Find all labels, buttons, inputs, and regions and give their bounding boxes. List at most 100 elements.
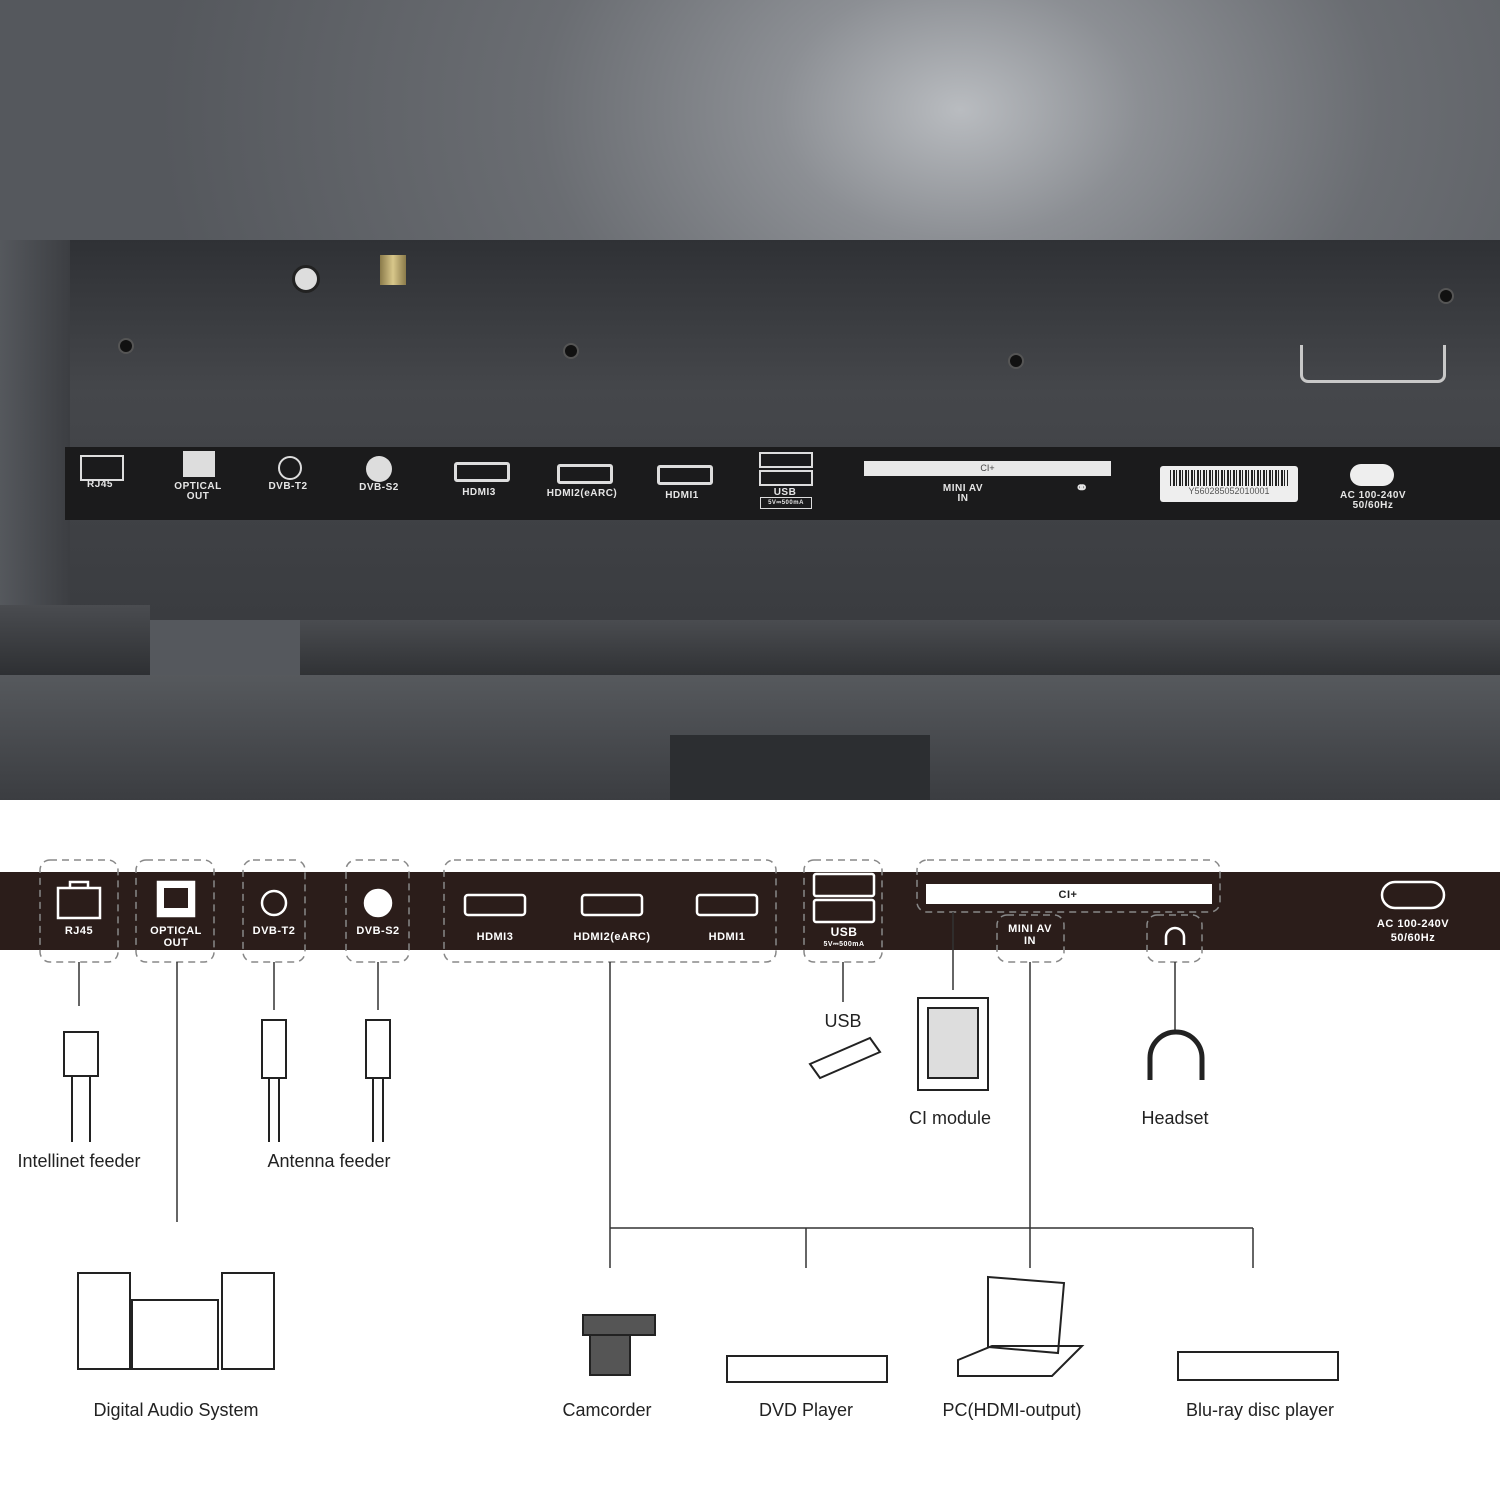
screw <box>565 345 577 357</box>
hdmi2-icon <box>580 893 644 917</box>
ethernet-cable-icon <box>63 1031 99 1142</box>
connection-diagram: RJ45 OPTICAL OUT DVB-T2 DVB-S2 HDMI3 HDM… <box>0 859 1500 1420</box>
ci-module-label: CI module <box>909 1108 991 1128</box>
rj45-icon <box>56 880 102 920</box>
usb-device-label: USB <box>824 1011 861 1031</box>
dvb-s2-connector <box>380 255 406 285</box>
mini-av-label-2: IN <box>957 493 969 504</box>
ci-slot: CI+ <box>864 461 1111 476</box>
diagram-port-strip <box>0 872 1500 950</box>
dvb-t2-label: DVB-T2 <box>268 481 308 492</box>
optical-icon <box>183 451 215 477</box>
usb-icon <box>759 452 813 468</box>
optical-label-1: OPTICAL <box>174 481 222 492</box>
hdmi1-label: HDMI1 <box>709 931 746 943</box>
usb-rating: 5V⎓500mA <box>760 497 812 509</box>
usb-icon <box>759 470 813 486</box>
rj45-highlight <box>39 859 119 963</box>
antenna-feeder-label: Antenna feeder <box>267 1151 390 1171</box>
intellinet-feeder-label: Intellinet feeder <box>17 1151 140 1171</box>
connection-lines <box>78 912 1254 1268</box>
power-label-2: 50/60Hz <box>1352 500 1394 511</box>
pc-label: PC(HDMI-output) <box>942 1400 1081 1420</box>
hdmi3-label: HDMI3 <box>477 931 514 943</box>
antenna-cable-icon <box>261 1019 287 1142</box>
headset-label: Headset <box>1141 1108 1208 1128</box>
hdmi3-icon <box>463 893 527 917</box>
dvb-t2-highlight <box>242 859 306 963</box>
dvd-player-icon <box>726 1355 888 1383</box>
usb-port-label: USB <box>831 925 858 939</box>
bluray-player-icon <box>1177 1351 1339 1381</box>
laptop-icon <box>957 1275 1085 1377</box>
rj45-label: RJ45 <box>65 925 93 937</box>
optical-label-1: OPTICAL <box>150 925 202 937</box>
power-label-1: AC 100-240V <box>1339 490 1407 501</box>
camcorder-label: Camcorder <box>562 1400 651 1420</box>
dvd-player-label: DVD Player <box>759 1400 853 1420</box>
barcode <box>1170 470 1288 486</box>
optical-label-2: OUT <box>164 937 189 949</box>
optical-label-2: OUT <box>186 491 210 502</box>
screw <box>1010 355 1022 367</box>
flange <box>300 620 1500 680</box>
coax-icon <box>278 456 302 480</box>
hdmi1-label: HDMI1 <box>665 490 699 501</box>
power-socket-icon <box>1380 880 1446 910</box>
ci-label: CI+ <box>1059 889 1078 901</box>
mini-av-label-2: IN <box>1024 935 1036 947</box>
serial-number: Y560285052010001 <box>1188 486 1270 496</box>
dvb-s2-label: DVB-S2 <box>359 482 399 493</box>
camcorder-icon <box>582 1314 656 1376</box>
rj45-icon <box>80 455 124 481</box>
hdmi-icon <box>557 464 613 484</box>
usb-label: USB <box>773 487 797 498</box>
power-label-1: AC 100-240V <box>1377 918 1449 930</box>
stereo-unit-icon <box>131 1299 219 1370</box>
flange <box>670 735 930 800</box>
side-wall <box>0 240 70 610</box>
cable-clip <box>1300 345 1446 383</box>
hdmi-icon <box>657 465 713 485</box>
headphone-icon: ⚭ <box>1075 480 1089 497</box>
headphone-icon <box>1164 926 1186 945</box>
serial-label: Y560285052010001 <box>1160 466 1298 502</box>
port-recess <box>0 240 1500 620</box>
mini-av-label-1: MINI AV <box>1008 923 1052 935</box>
screw <box>1440 290 1452 302</box>
headset-icon <box>1147 1029 1205 1080</box>
satellite-icon <box>363 888 393 918</box>
usb-rating: 5V⎓500mA <box>823 941 864 948</box>
speaker-icon <box>221 1272 275 1370</box>
audio-system-label: Digital Audio System <box>93 1400 258 1420</box>
hdmi-icon <box>454 462 510 482</box>
speaker-icon <box>77 1272 131 1370</box>
screw <box>120 340 132 352</box>
flange <box>0 605 150 675</box>
hdmi2-label: HDMI2(eARC) <box>574 931 651 943</box>
rj45-label: RJ45 <box>87 479 113 490</box>
power-label-2: 50/60Hz <box>1391 932 1435 944</box>
hdmi1-icon <box>695 893 759 917</box>
satellite-icon <box>366 456 392 482</box>
optical-highlight <box>135 859 215 963</box>
power-socket-icon <box>1350 464 1394 486</box>
hdmi3-label: HDMI3 <box>462 487 496 498</box>
usb-highlight <box>803 859 883 963</box>
usb-stick-icon <box>808 1036 882 1080</box>
ci-module-chip <box>927 1007 979 1079</box>
antenna-cable-icon <box>365 1019 391 1142</box>
ci-highlight <box>916 859 1221 913</box>
hdmi2-label: HDMI2(eARC) <box>546 488 618 499</box>
dvb-s2-label: DVB-S2 <box>356 925 399 937</box>
usb-icon <box>812 898 876 924</box>
mini-av-label-1: MINI AV <box>942 483 984 494</box>
ci-slot-icon <box>926 884 1212 904</box>
optical-icon-inner <box>164 888 188 908</box>
dvb-s2-highlight <box>345 859 410 963</box>
bluray-label: Blu-ray disc player <box>1186 1400 1334 1420</box>
